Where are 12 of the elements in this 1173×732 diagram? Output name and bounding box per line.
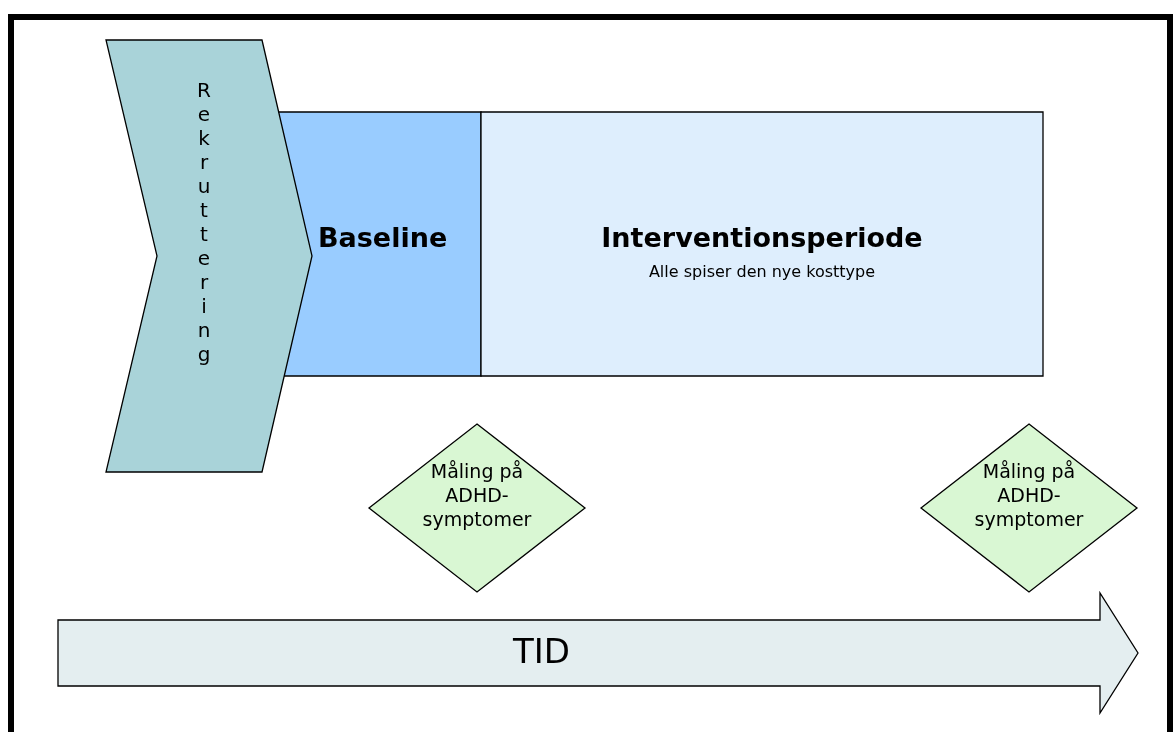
phase-title: Interventionsperiode (600, 222, 924, 253)
measurement-diamond (369, 424, 585, 592)
phase-title: Baseline (318, 222, 448, 253)
phase-description: Alle spiser den nye kosttype (647, 262, 877, 281)
vertical-label: Rekruttering (194, 78, 214, 366)
timeline-label: TID (513, 631, 570, 671)
diamond-label: Måling på ADHD-symptomer (973, 460, 1085, 532)
timeline-arrow (58, 593, 1138, 713)
phase-box (481, 112, 1043, 376)
measurement-diamond (921, 424, 1137, 592)
diamond-label: Måling på ADHD-symptomer (421, 460, 533, 532)
chevron-shape (106, 40, 312, 472)
